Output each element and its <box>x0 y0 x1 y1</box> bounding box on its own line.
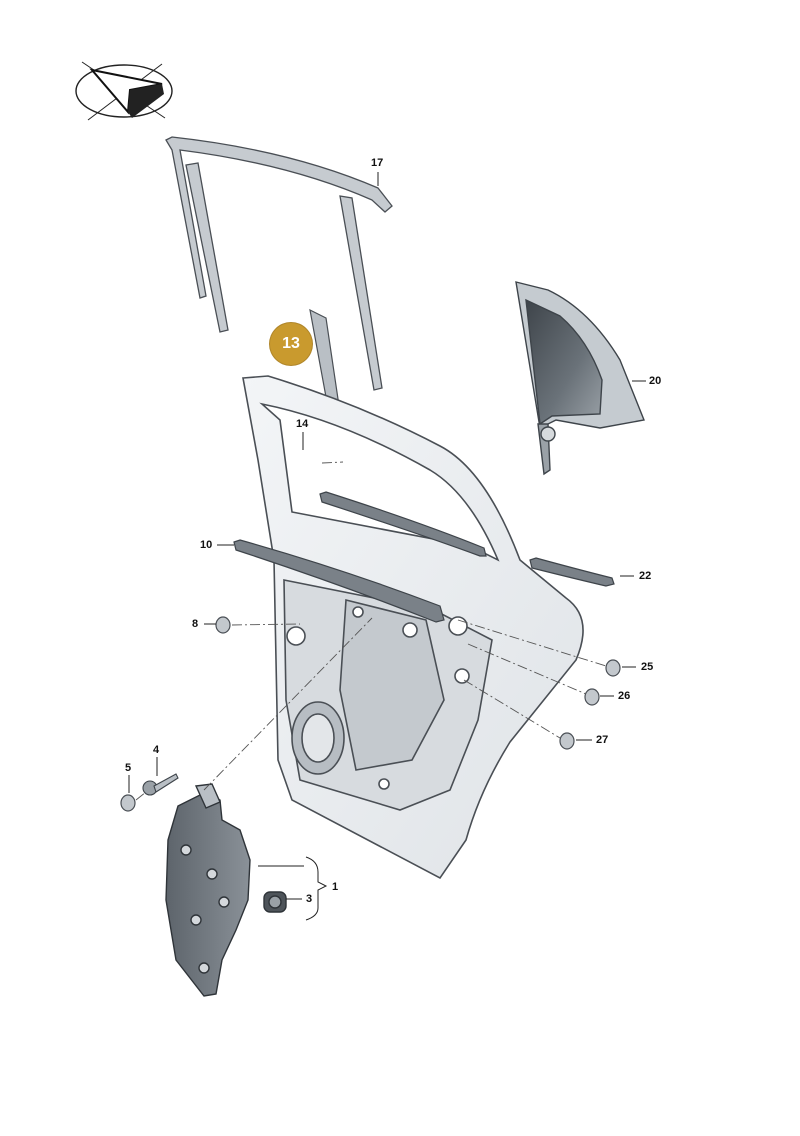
direction-arrow-icon <box>75 61 173 121</box>
callout-3: 3 <box>306 893 313 905</box>
inner-belt-seal-part <box>233 539 445 623</box>
callout-5: 5 <box>125 762 132 774</box>
callout-8: 8 <box>192 618 199 630</box>
highlighted-part-badge[interactable]: 13 <box>270 323 312 365</box>
callout-25: 25 <box>641 661 654 673</box>
outer-belt-seal-part <box>319 491 615 587</box>
callout-10: 10 <box>200 539 213 551</box>
callout-26: 26 <box>618 690 631 702</box>
callout-1: 1 <box>332 881 339 893</box>
callout-14: 14 <box>296 418 309 430</box>
callout-leader-lines <box>128 172 646 921</box>
quarter-window-glass-part <box>515 281 645 476</box>
callout-4: 4 <box>153 744 160 756</box>
door-shell-part <box>242 375 584 880</box>
window-regulator-part <box>165 783 287 997</box>
assembly-guide-lines <box>135 461 607 801</box>
sealing-plug-parts <box>120 616 621 812</box>
window-channel-seal-part <box>165 136 393 391</box>
callout-20: 20 <box>649 375 662 387</box>
callout-22: 22 <box>639 570 652 582</box>
highlighted-part-label: 13 <box>282 335 300 352</box>
screw-part <box>142 773 179 796</box>
callout-27: 27 <box>596 734 609 746</box>
callout-17: 17 <box>371 157 384 169</box>
